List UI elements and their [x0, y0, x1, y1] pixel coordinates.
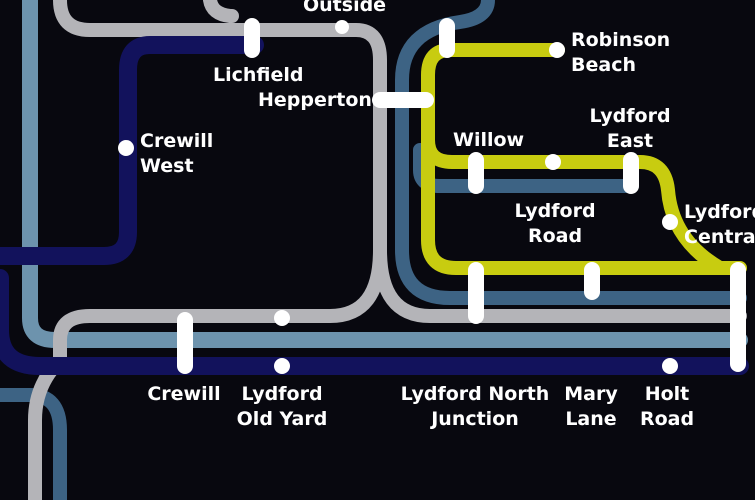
- station-label-robinson-beach-2: Beach: [571, 54, 636, 76]
- station-labels: Outside Lichfield Hepperton Robinson Bea…: [140, 0, 755, 430]
- station-lydford-north-junction-marker[interactable]: [468, 262, 484, 324]
- station-willow-east-marker[interactable]: [545, 154, 561, 170]
- station-lichfield-marker[interactable]: [244, 18, 260, 58]
- station-label-lydford-east-1: Lydford: [589, 105, 670, 127]
- steel-blue-line: [395, 0, 747, 305]
- station-hepperton-marker[interactable]: [372, 92, 434, 108]
- station-label-lydford-road-1: Lydford: [514, 200, 595, 222]
- station-label-lydford-north-junction-2: Junction: [429, 408, 519, 430]
- steel-blue-line-left: [0, 388, 67, 500]
- station-label-lydford-east-2: East: [607, 130, 653, 152]
- station-crewill-west-marker[interactable]: [118, 140, 134, 156]
- station-crewill-marker[interactable]: [177, 312, 193, 374]
- station-outside-interchange-marker[interactable]: [439, 18, 455, 58]
- station-label-holt-road-1: Holt: [645, 383, 690, 405]
- station-label-outside: Outside: [303, 0, 386, 16]
- grey-line-top: [203, 0, 239, 23]
- station-willow-marker[interactable]: [468, 152, 484, 194]
- station-label-lydford-old-yard-1: Lydford: [241, 383, 322, 405]
- station-label-willow: Willow: [453, 129, 524, 151]
- yellow-line-south: [421, 133, 727, 275]
- station-label-lichfield: Lichfield: [213, 64, 304, 86]
- station-label-hepperton: Hepperton: [258, 89, 372, 111]
- station-label-mary-lane-2: Lane: [565, 408, 616, 430]
- station-lydford-old-yard-upper-marker[interactable]: [274, 310, 290, 326]
- station-label-lydford-old-yard-2: Old Yard: [237, 408, 328, 430]
- station-label-lydford-central-1: Lydford: [684, 201, 755, 223]
- station-label-robinson-beach-1: Robinson: [571, 29, 670, 51]
- station-lydford-old-yard-marker[interactable]: [274, 358, 290, 374]
- station-label-crewill: Crewill: [147, 383, 220, 405]
- station-label-lydford-road-2: Road: [528, 225, 582, 247]
- station-label-holt-road-2: Road: [640, 408, 694, 430]
- station-markers: [118, 18, 746, 374]
- station-holt-road-marker[interactable]: [662, 358, 678, 374]
- station-label-crewill-west-2: West: [140, 155, 194, 177]
- station-label-mary-lane-1: Mary: [564, 383, 618, 405]
- station-outside-marker[interactable]: [335, 20, 349, 34]
- station-lydford-central-marker[interactable]: [662, 214, 678, 230]
- station-lydford-road-marker[interactable]: [584, 262, 600, 300]
- yellow-line: [421, 43, 747, 275]
- station-label-crewill-west-1: Crewill: [140, 130, 213, 152]
- grey-line-branch: [373, 243, 747, 323]
- station-robinson-beach-marker[interactable]: [549, 42, 565, 58]
- station-lydford-east-marker[interactable]: [623, 152, 639, 194]
- station-label-lydford-north-junction-1: Lydford North: [401, 383, 550, 405]
- station-terminal-marker[interactable]: [730, 262, 746, 372]
- station-label-lydford-central-2: Central: [684, 226, 755, 248]
- navy-line-bottom: [0, 269, 749, 375]
